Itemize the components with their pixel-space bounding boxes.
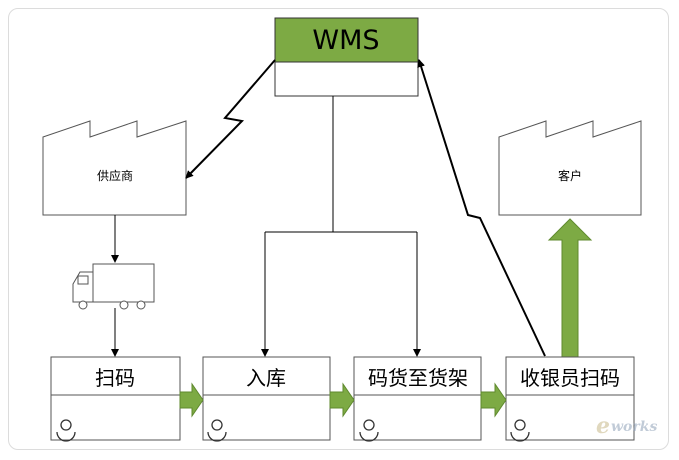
- process-box-cashier-scan: 收银员扫码: [505, 356, 635, 442]
- wms-to-supplier-info-flow: [185, 59, 276, 179]
- cashier-to-wms-info-flow: [417, 59, 546, 357]
- wms-label: WMS: [312, 25, 379, 56]
- process-box-scan: 扫码: [50, 356, 181, 442]
- process-box-shelving: 码货至货架: [353, 356, 482, 442]
- process-label-cashier-scan: 收银员扫码: [520, 366, 620, 390]
- operator-icon: [207, 419, 227, 442]
- wms-body: [274, 61, 419, 97]
- flow-arrow-scan-to-inbound: [179, 382, 204, 418]
- process-label-scan: 扫码: [95, 366, 135, 390]
- flow-arrow-inbound-to-shelving: [329, 382, 355, 418]
- wms-header: [274, 17, 419, 63]
- supplier-label: 供应商: [97, 168, 133, 183]
- process-box-inbound: 入库: [202, 356, 331, 442]
- watermark-prefix: e: [596, 413, 610, 439]
- truck-icon: [72, 263, 155, 310]
- eworks-watermark: e works: [596, 413, 657, 439]
- customer-label: 客户: [558, 168, 582, 183]
- wms-box: WMS: [274, 17, 419, 97]
- process-label-inbound: 入库: [246, 366, 286, 390]
- process-label-shelving: 码货至货架: [368, 366, 468, 390]
- push-to-customer-arrow: [547, 218, 593, 359]
- operator-icon: [510, 419, 530, 442]
- operator-icon: [56, 419, 76, 442]
- customer-factory: 客户: [498, 120, 642, 216]
- operator-icon: [359, 419, 379, 442]
- watermark-suffix: works: [611, 419, 657, 435]
- supplier-factory: 供应商: [42, 120, 187, 216]
- flow-arrow-shelving-to-cashier: [480, 382, 507, 418]
